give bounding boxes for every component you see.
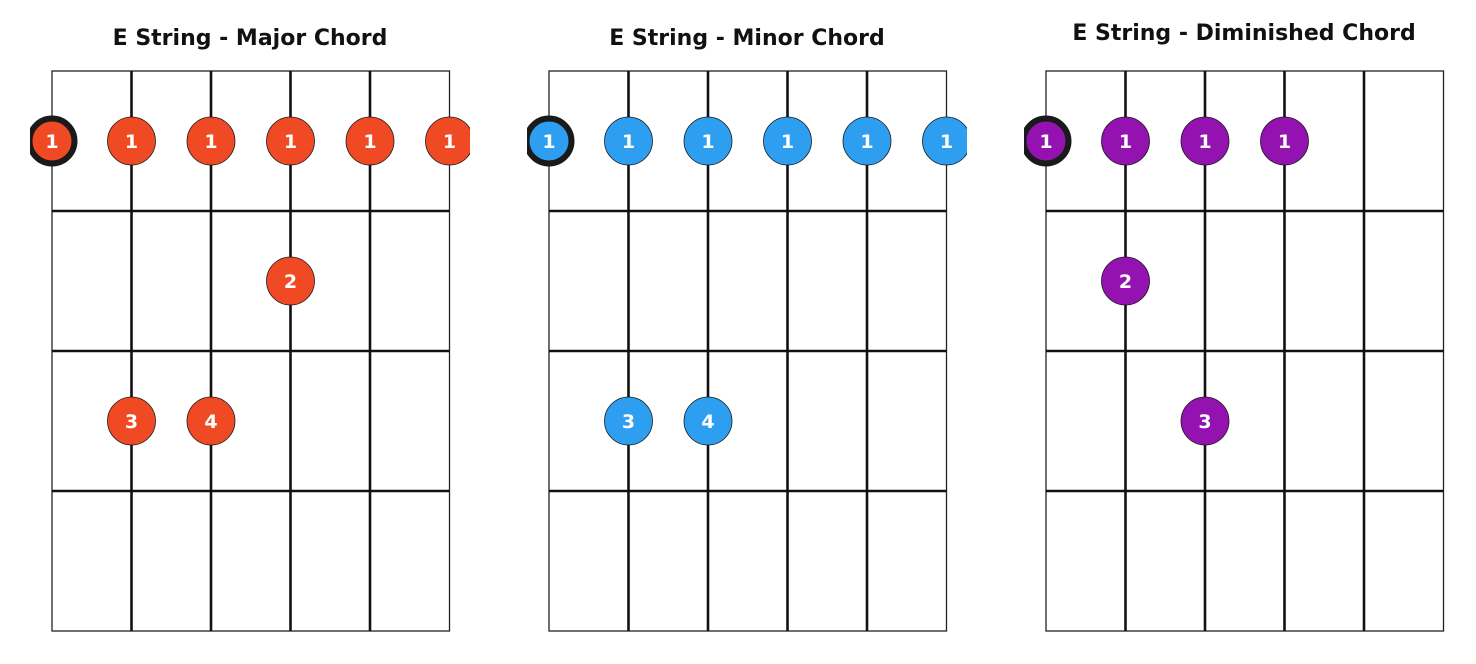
dot-label: 1 (622, 131, 635, 153)
root-note-dot: 1 (527, 115, 575, 167)
dot-circle (842, 116, 892, 166)
finger-dot: 1 (763, 116, 812, 166)
finger-dot: 3 (604, 396, 653, 446)
dot-label: 1 (1119, 131, 1132, 153)
dot-circle (604, 116, 653, 166)
dot-label: 1 (1198, 131, 1211, 153)
dot-circle (1101, 256, 1150, 306)
dot-label: 3 (125, 411, 138, 433)
chart-title: E String - Major Chord (112, 26, 388, 51)
finger-dot: 1 (1180, 116, 1230, 166)
fretboard-minor: 1 1 1 1 1 3 4 1 (527, 70, 967, 632)
dot-circle (922, 116, 967, 166)
root-ring (30, 115, 78, 167)
dot-label: 1 (45, 131, 58, 153)
dot-circle (345, 116, 395, 166)
chord-chart-diminished: E String - Diminished Chord 1 1 1 2 3 1 (1024, 0, 1464, 664)
dot-circle (604, 396, 653, 446)
dot-label: 2 (284, 271, 297, 293)
chord-chart-minor: E String - Minor Chord 1 1 1 1 1 3 4 1 (527, 0, 967, 664)
root-ring (1024, 115, 1072, 167)
dot-circle (266, 256, 315, 306)
finger-dot: 1 (425, 116, 470, 166)
dot-label: 1 (860, 131, 873, 153)
finger-dot: 1 (842, 116, 892, 166)
dot-circle (1180, 116, 1230, 166)
dot-label: 1 (542, 131, 555, 153)
dot-circle (683, 396, 733, 446)
dot-label: 1 (443, 131, 456, 153)
chord-chart-major: E String - Major Chord 1 1 1 1 1 2 3 4 1 (30, 0, 470, 664)
finger-dot: 2 (1101, 256, 1150, 306)
finger-dot: 1 (922, 116, 967, 166)
dot-circle (107, 116, 156, 166)
finger-dot: 3 (107, 396, 156, 446)
dot-label: 1 (204, 131, 217, 153)
dot-circle (1180, 396, 1230, 446)
root-note-dot: 1 (30, 115, 78, 167)
finger-dot: 4 (683, 396, 733, 446)
finger-dot: 3 (1180, 396, 1230, 446)
finger-dot: 1 (683, 116, 733, 166)
fretboard-diminished: 1 1 1 2 3 1 (1024, 70, 1445, 632)
dot-circle (683, 116, 733, 166)
dot-label: 3 (1198, 411, 1211, 433)
dot-label: 3 (622, 411, 635, 433)
dot-circle (763, 116, 812, 166)
dot-label: 4 (701, 411, 714, 433)
fretboard-major: 1 1 1 1 1 2 3 4 1 (30, 70, 470, 632)
finger-dot: 1 (345, 116, 395, 166)
dot-label: 2 (1119, 271, 1132, 293)
dot-label: 1 (940, 131, 953, 153)
dot-label: 4 (204, 411, 217, 433)
root-note-dot: 1 (1024, 115, 1072, 167)
finger-dot: 2 (266, 256, 315, 306)
finger-dot: 1 (107, 116, 156, 166)
dot-label: 1 (284, 131, 297, 153)
dot-label: 1 (1039, 131, 1052, 153)
finger-dot: 1 (1101, 116, 1150, 166)
dot-label: 1 (1278, 131, 1291, 153)
dot-label: 1 (781, 131, 794, 153)
chart-title: E String - Diminished Chord (1072, 21, 1416, 46)
finger-dot: 1 (1260, 116, 1309, 166)
dot-circle (266, 116, 315, 166)
finger-dot: 4 (186, 396, 236, 446)
dot-label: 1 (363, 131, 376, 153)
dot-circle (425, 116, 470, 166)
dot-label: 1 (701, 131, 714, 153)
finger-dot: 1 (266, 116, 315, 166)
dot-circle (107, 396, 156, 446)
dot-label: 1 (125, 131, 138, 153)
dot-circle (1101, 116, 1150, 166)
dot-circle (186, 396, 236, 446)
dot-circle (186, 116, 236, 166)
dot-circle (1260, 116, 1309, 166)
finger-dot: 1 (186, 116, 236, 166)
chart-title: E String - Minor Chord (609, 26, 885, 51)
finger-dot: 1 (604, 116, 653, 166)
root-ring (527, 115, 575, 167)
